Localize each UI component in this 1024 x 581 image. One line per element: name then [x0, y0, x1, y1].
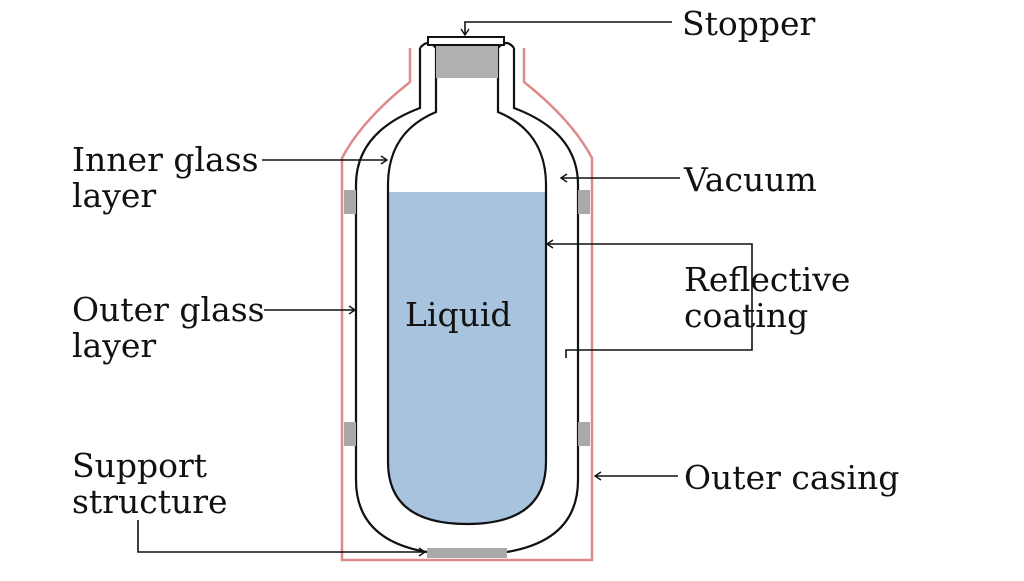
support-block-left-lower	[344, 422, 356, 446]
inner-glass-wall	[386, 58, 548, 526]
label-reflective-line1: Reflective	[684, 260, 851, 299]
label-inner-glass-line1: Inner glass	[72, 140, 259, 179]
label-outer-glass-line2: layer	[72, 326, 157, 365]
label-reflective-line2: coating	[684, 296, 809, 335]
label-liquid: Liquid	[405, 295, 512, 334]
liquid-fill	[388, 192, 546, 524]
support-block-left-upper	[344, 190, 356, 214]
label-outer-glass-line1: Outer glass	[72, 290, 265, 329]
stopper-body	[436, 44, 498, 78]
stopper-cap	[427, 36, 505, 46]
arrowhead-inner-glass	[380, 155, 389, 165]
arrowhead-vacuum	[559, 173, 568, 183]
arrowhead-stopper	[460, 28, 470, 37]
label-support-line1: Support	[72, 446, 208, 485]
leader-reflective-upper	[548, 243, 753, 358]
label-support-structure: Support structure	[72, 448, 228, 520]
arrowhead-reflective	[545, 239, 554, 249]
arrowhead-outer-glass	[348, 305, 357, 315]
label-inner-glass-line2: layer	[72, 176, 157, 215]
label-support-line2: structure	[72, 482, 228, 521]
label-outer-casing: Outer casing	[684, 458, 900, 497]
outer-casing-shape	[340, 48, 594, 562]
leader-support	[137, 520, 424, 553]
label-vacuum: Vacuum	[684, 160, 817, 199]
label-outer-glass-layer: Outer glass layer	[72, 292, 265, 364]
support-block-right-upper	[578, 190, 590, 214]
label-reflective-coating: Reflective coating	[684, 262, 850, 334]
label-inner-glass-layer: Inner glass layer	[72, 142, 259, 214]
support-block-bottom	[427, 548, 507, 558]
leader-stopper	[464, 21, 672, 34]
label-stopper: Stopper	[682, 4, 816, 43]
arrowhead-support	[418, 547, 427, 557]
support-block-right-lower	[578, 422, 590, 446]
arrowhead-outer-casing	[593, 471, 602, 481]
